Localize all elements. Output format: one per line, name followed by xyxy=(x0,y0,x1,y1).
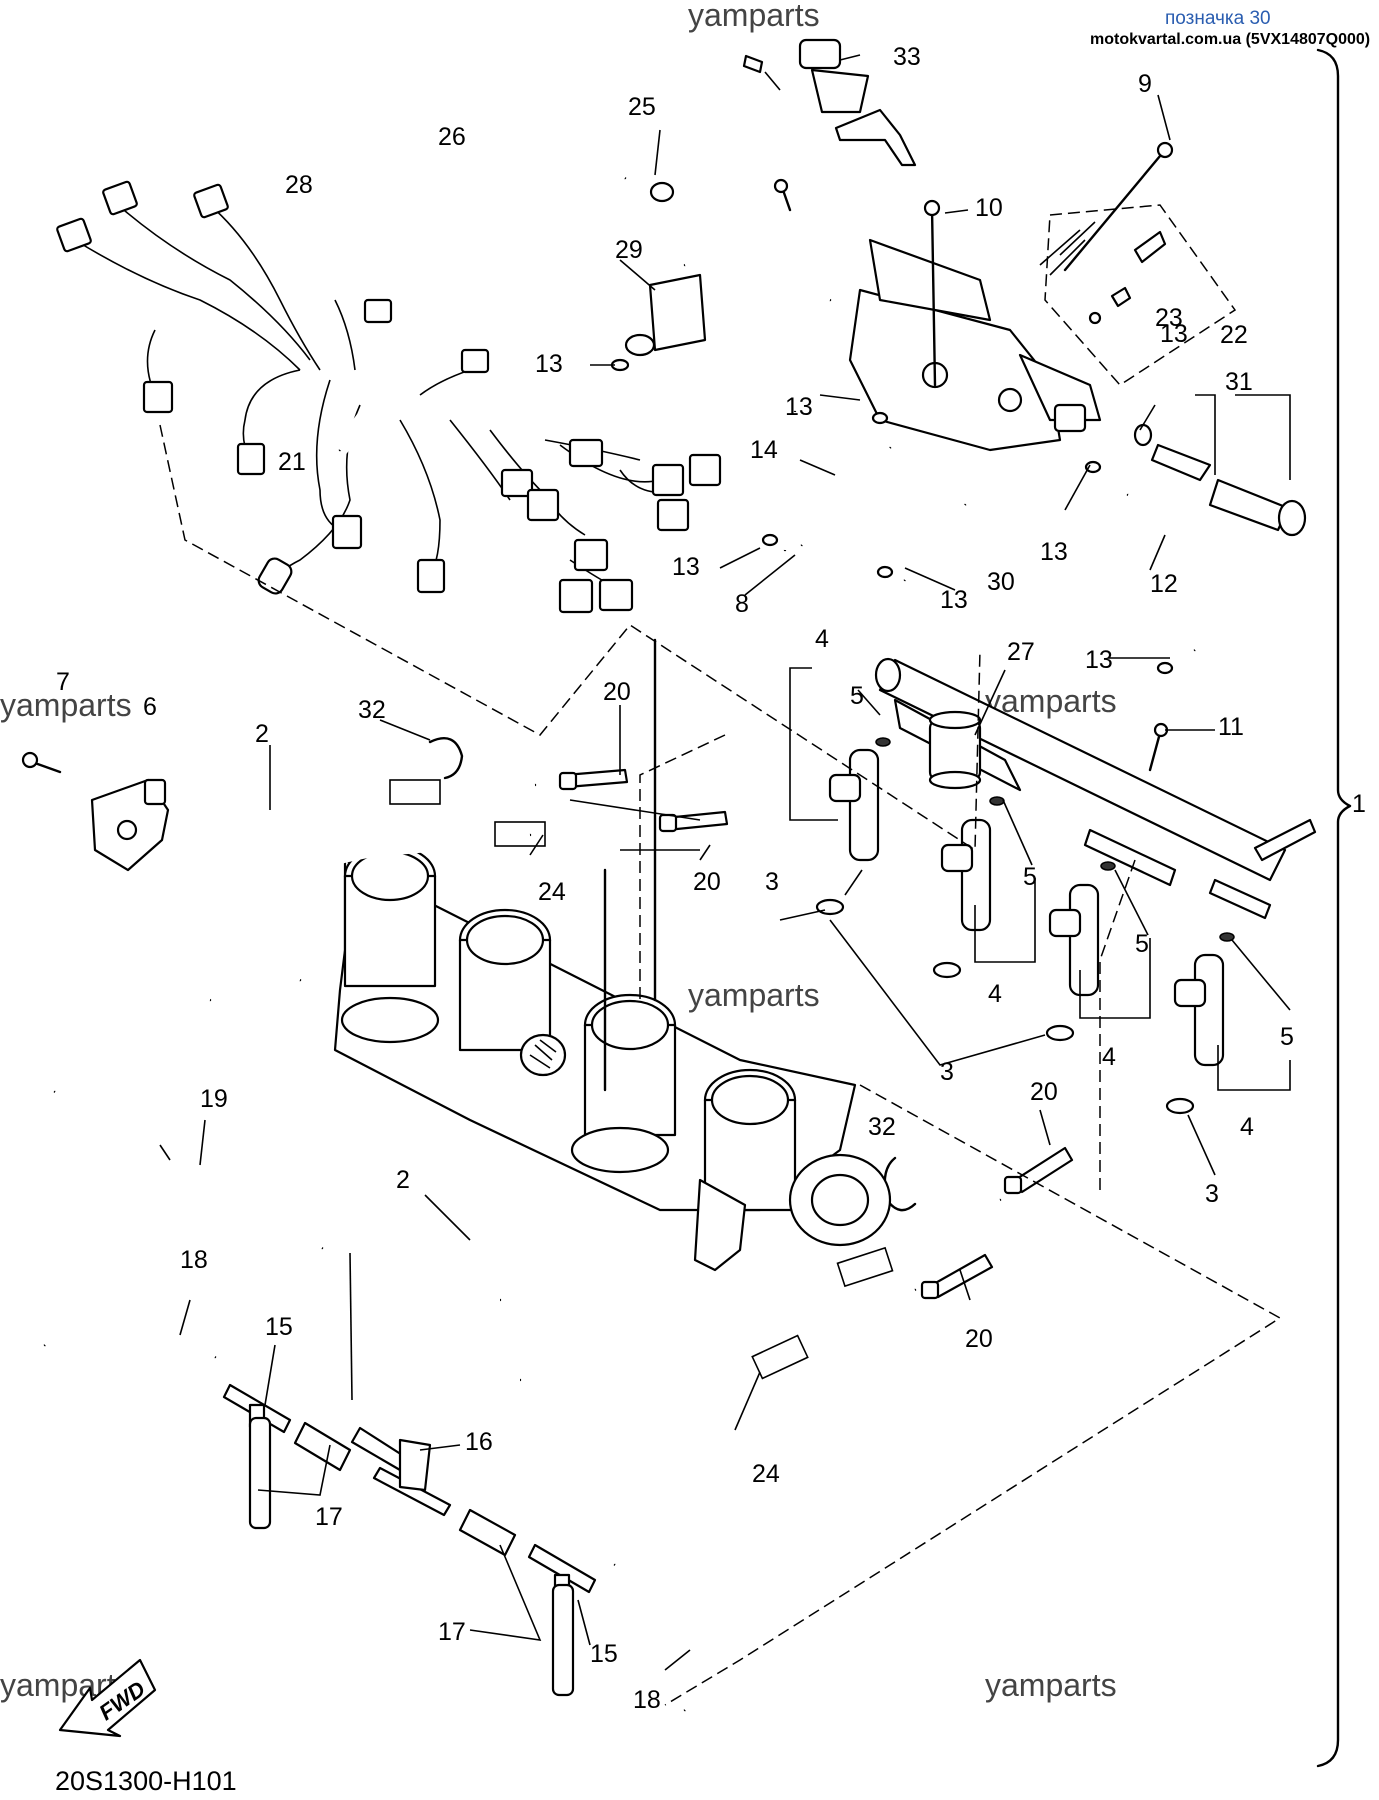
throttle-bodies xyxy=(333,638,892,1272)
sensor-33 xyxy=(742,38,917,167)
callout-number: 28 xyxy=(285,171,313,199)
callout-number: 20 xyxy=(603,678,631,706)
callout-number: 20 xyxy=(1030,1078,1058,1106)
leader-lines xyxy=(159,424,1282,1706)
callout-number: 33 xyxy=(893,43,921,71)
callout-number: 20 xyxy=(965,1325,993,1353)
callout-number: 1 xyxy=(1352,790,1366,818)
callout-number: 6 xyxy=(143,693,157,721)
header-site: motokvartal.com.ua (5VX14807Q000) xyxy=(1090,31,1370,48)
clamp-25 xyxy=(649,181,675,203)
small-hoses xyxy=(610,358,1265,675)
callout-number: 30 xyxy=(987,568,1015,596)
callout-number: 26 xyxy=(438,123,466,151)
callout-number: 3 xyxy=(940,1058,954,1086)
callout-number: 29 xyxy=(615,236,643,264)
callout-number: 13 xyxy=(1160,320,1188,348)
callout-number: 19 xyxy=(200,1085,228,1113)
callout-number: 4 xyxy=(988,980,1002,1008)
callouts: 1 2 2 3 3 3 4 4 4 4 5 5 5 5 6 7 8 9 10 1… xyxy=(56,43,1366,1714)
watermark: yamparts xyxy=(0,687,132,723)
callout-number: 13 xyxy=(940,586,968,614)
callout-number: 13 xyxy=(535,350,563,378)
callout-number: 32 xyxy=(868,1113,896,1141)
callout-number: 14 xyxy=(750,436,778,464)
callout-number: 18 xyxy=(180,1246,208,1274)
callout-number: 31 xyxy=(1225,368,1253,396)
callout-number: 32 xyxy=(358,696,386,724)
fuel-rail xyxy=(874,657,1317,920)
callout-number: 18 xyxy=(633,1686,661,1714)
callout-number: 13 xyxy=(1085,646,1113,674)
callout-number: 25 xyxy=(628,93,656,121)
callout-number: 4 xyxy=(1102,1043,1116,1071)
callout-number: 17 xyxy=(438,1618,466,1646)
clip-32 xyxy=(428,737,464,780)
callout-number: 13 xyxy=(785,393,813,421)
callout-number: 10 xyxy=(975,194,1003,222)
callout-number: 20 xyxy=(693,868,721,896)
callout-number: 2 xyxy=(396,1166,410,1194)
injectors xyxy=(815,737,1235,1115)
watermark: yamparts xyxy=(688,0,820,33)
watermark: yamparts xyxy=(985,1667,1117,1703)
callout-number: 4 xyxy=(1240,1113,1254,1141)
diagram-code: 20S1300-H101 xyxy=(55,1766,237,1796)
callout-number: 5 xyxy=(1023,863,1037,891)
wire-harness xyxy=(56,180,722,614)
callout-number: 7 xyxy=(56,668,70,696)
hoses-2-24 xyxy=(147,777,1003,1477)
callout-number: 5 xyxy=(1280,1023,1294,1051)
callout-number: 5 xyxy=(1135,930,1149,958)
callout-number: 17 xyxy=(315,1503,343,1531)
callout-number: 16 xyxy=(465,1428,493,1456)
callout-number: 24 xyxy=(752,1460,780,1488)
watermark: yamparts xyxy=(688,977,820,1013)
callout-number: 15 xyxy=(590,1640,618,1668)
callout-number: 2 xyxy=(255,720,269,748)
throttle-sensor-6 xyxy=(21,751,170,872)
fittings-15-16-17 xyxy=(222,1252,597,1697)
callout-number: 13 xyxy=(672,553,700,581)
callout-number: 12 xyxy=(1150,570,1178,598)
callout-number: 8 xyxy=(735,590,749,618)
watermark: yamparts xyxy=(985,683,1117,719)
callout-number: 3 xyxy=(765,868,779,896)
callout-number: 9 xyxy=(1138,70,1152,98)
callout-number: 23 xyxy=(1155,304,1183,332)
header-note: позначка 30 xyxy=(1165,8,1271,29)
callout-number: 21 xyxy=(278,448,306,476)
callout-number: 11 xyxy=(1218,713,1244,741)
assembly-bracket xyxy=(1316,48,1352,1768)
callout-number: 27 xyxy=(1007,638,1035,666)
callout-number: 15 xyxy=(265,1313,293,1341)
callout-number: 3 xyxy=(1205,1180,1219,1208)
callout-number: 4 xyxy=(815,625,829,653)
callout-leaders xyxy=(179,54,1291,1671)
callout-number: 5 xyxy=(850,682,864,710)
callout-number: 22 xyxy=(1220,321,1248,349)
regulator-block xyxy=(624,141,1307,537)
callout-number: 24 xyxy=(538,878,566,906)
callout-number: 13 xyxy=(1040,538,1068,566)
